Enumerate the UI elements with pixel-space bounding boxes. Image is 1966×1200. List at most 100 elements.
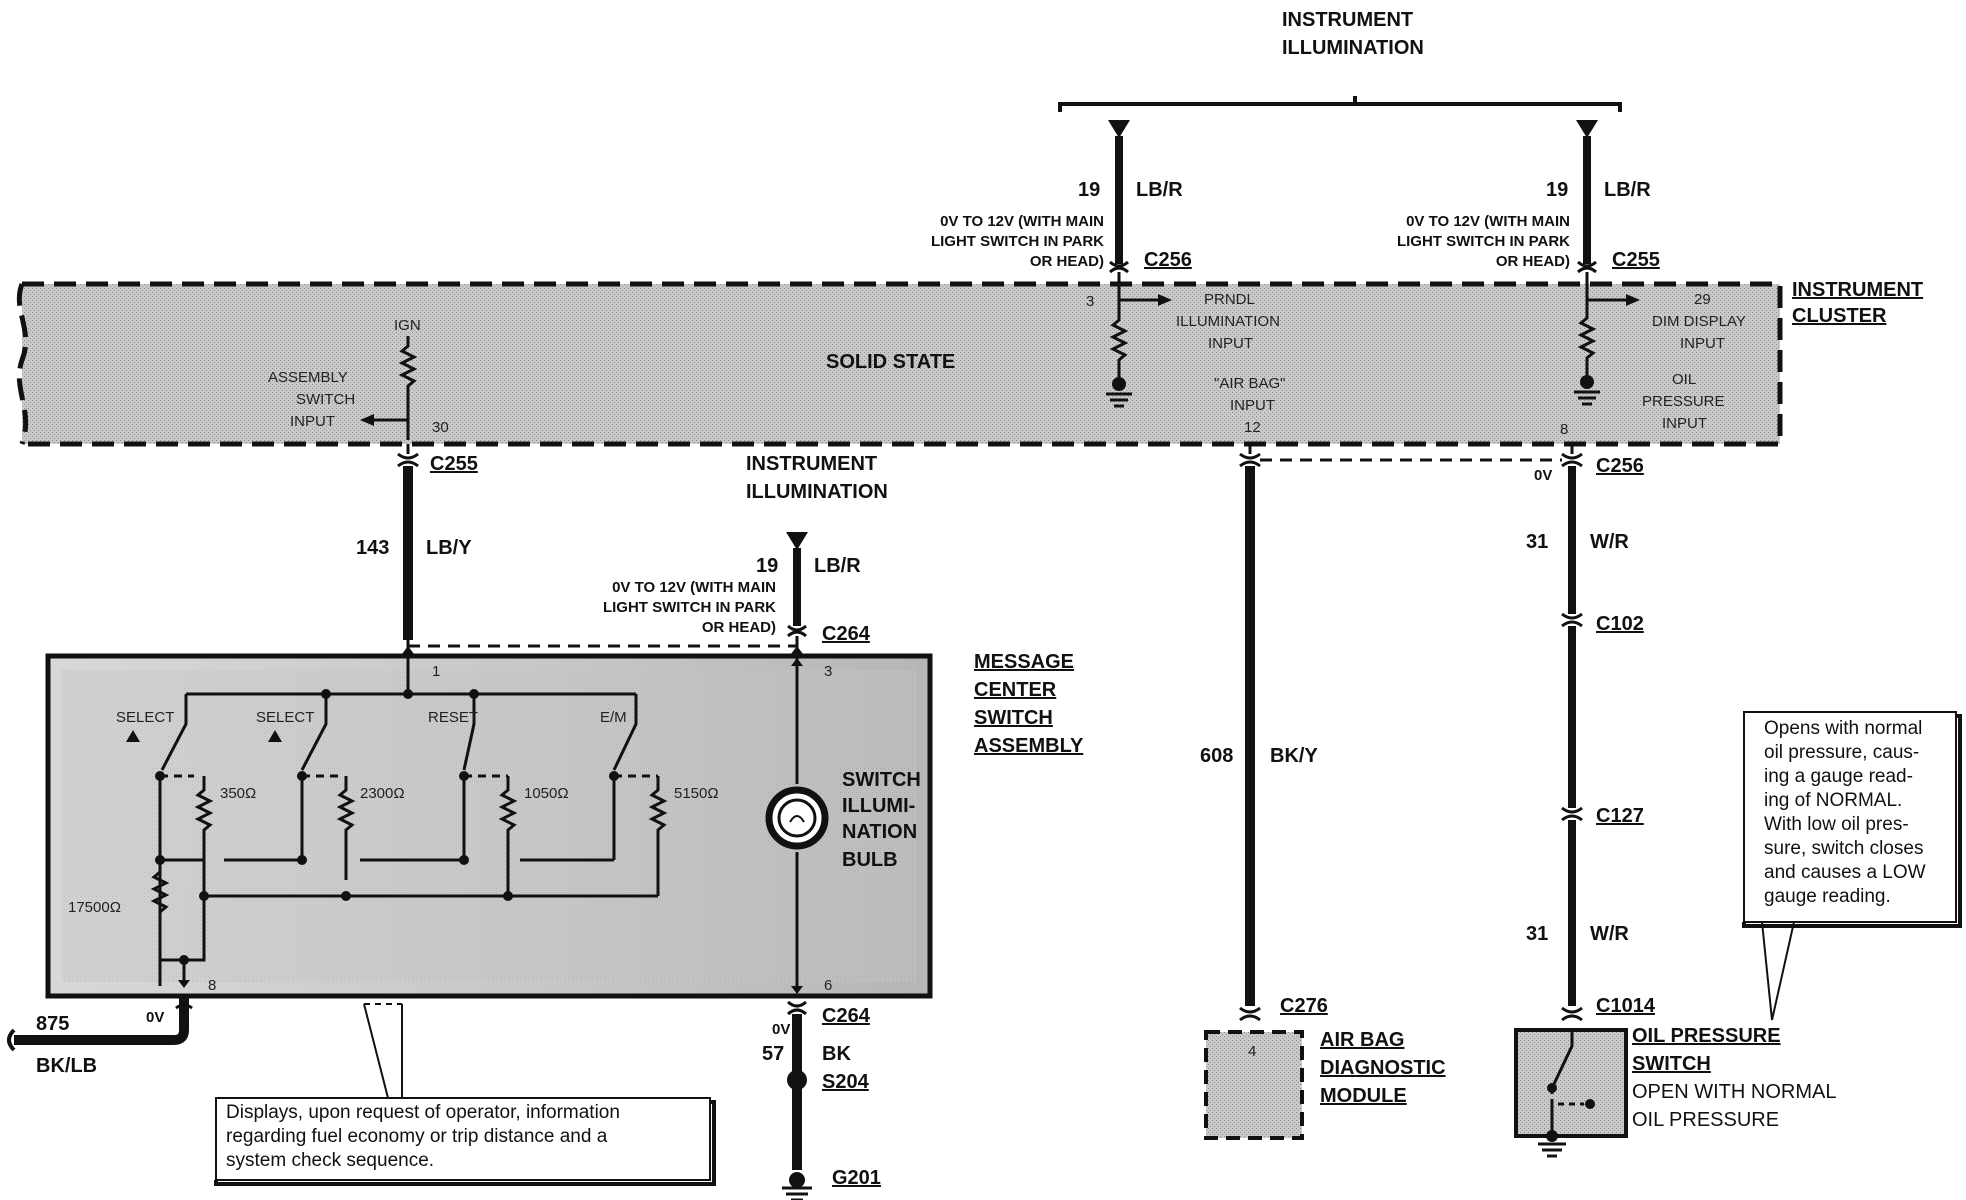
circuit-19-mid bbox=[786, 532, 808, 654]
circuit-143-color: LB/Y bbox=[426, 537, 472, 559]
prndl-2: ILLUMINATION bbox=[1176, 313, 1280, 330]
note-oil-1: Opens with normal bbox=[1764, 718, 1922, 739]
instrument-cluster-label-1: INSTRUMENT bbox=[1792, 279, 1923, 301]
air-bag-module-box bbox=[1204, 1030, 1304, 1140]
voltage-note-left-1: 0V TO 12V (WITH MAIN bbox=[940, 213, 1104, 230]
circuit-19-right-number: 19 bbox=[1546, 179, 1568, 201]
cluster-pin-12: 12 bbox=[1244, 419, 1261, 436]
oil-pressure-input-2: PRESSURE bbox=[1642, 393, 1725, 410]
voltage-note-left-2: LIGHT SWITCH IN PARK bbox=[931, 233, 1104, 250]
circuit-143-number: 143 bbox=[356, 537, 389, 559]
switch-select-1: SELECT bbox=[116, 709, 174, 726]
circuit-875-color: BK/LB bbox=[36, 1055, 97, 1077]
zero-v-c: 0V bbox=[1534, 467, 1552, 484]
circuit-31a-number: 31 bbox=[1526, 531, 1548, 553]
note-oil-6: sure, switch closes bbox=[1764, 838, 1923, 859]
splice-s204: S204 bbox=[822, 1071, 870, 1093]
dim-display-2: INPUT bbox=[1680, 335, 1725, 352]
illumination-bus bbox=[1058, 102, 1622, 112]
circuit-57-number: 57 bbox=[762, 1043, 784, 1065]
circuit-19-right bbox=[1574, 120, 1640, 406]
note-oil-5: With low oil pres- bbox=[1764, 814, 1909, 835]
assembly-switch-input-3: INPUT bbox=[290, 413, 335, 430]
switch-reset: RESET bbox=[428, 709, 478, 726]
connector-c264-bottom: C264 bbox=[822, 1005, 871, 1027]
note-message-1: Displays, upon request of operator, info… bbox=[226, 1102, 620, 1123]
ign-label: IGN bbox=[394, 317, 421, 334]
note-oil-4: ing of NORMAL. bbox=[1764, 790, 1902, 811]
voltage-note-mid-1: 0V TO 12V (WITH MAIN bbox=[612, 579, 776, 596]
voltage-note-mid-2: LIGHT SWITCH IN PARK bbox=[603, 599, 776, 616]
message-callout bbox=[214, 1003, 716, 1186]
air-bag-label-2: DIAGNOSTIC bbox=[1320, 1057, 1446, 1079]
voltage-note-left-3: OR HEAD) bbox=[1030, 253, 1104, 270]
prndl-3: INPUT bbox=[1208, 335, 1253, 352]
circuit-19-mid-number: 19 bbox=[756, 555, 778, 577]
connector-c255-left: C255 bbox=[430, 453, 478, 475]
circuit-875-number: 875 bbox=[36, 1013, 69, 1035]
oil-switch-label-1: OIL PRESSURE bbox=[1632, 1025, 1781, 1047]
msg-pin-8: 8 bbox=[208, 977, 216, 994]
connector-c102: C102 bbox=[1596, 613, 1644, 635]
circuit-31b-number: 31 bbox=[1526, 923, 1548, 945]
air-bag-pin-4: 4 bbox=[1248, 1043, 1256, 1060]
circuit-57-color: BK bbox=[822, 1043, 851, 1065]
connector-c256-top: C256 bbox=[1144, 249, 1192, 271]
circuit-19-left bbox=[1106, 120, 1172, 408]
resistor-2300: 2300Ω bbox=[360, 785, 405, 802]
cluster-pin-29: 29 bbox=[1694, 291, 1711, 308]
bulb-label-3: NATION bbox=[842, 821, 917, 843]
zero-v-a: 0V bbox=[146, 1009, 164, 1026]
connector-c255-top: C255 bbox=[1612, 249, 1660, 271]
ground-g201: G201 bbox=[832, 1167, 881, 1189]
connector-c264-top: C264 bbox=[822, 623, 871, 645]
assembly-switch-input-1: ASSEMBLY bbox=[268, 369, 348, 386]
circuit-19-left-color: LB/R bbox=[1136, 179, 1183, 201]
circuit-875 bbox=[7, 996, 193, 1052]
msg-pin-3: 3 bbox=[824, 663, 832, 680]
instrument-illumination-top-1: INSTRUMENT bbox=[1282, 9, 1413, 31]
resistor-17500: 17500Ω bbox=[68, 899, 121, 916]
message-center-label-1: MESSAGE bbox=[974, 651, 1074, 673]
resistor-5150: 5150Ω bbox=[674, 785, 719, 802]
air-bag-label-1: AIR BAG bbox=[1320, 1029, 1404, 1051]
resistor-1050: 1050Ω bbox=[524, 785, 569, 802]
circuit-31 bbox=[1561, 444, 1583, 1022]
circuit-31b-color: W/R bbox=[1590, 923, 1629, 945]
solid-state-label: SOLID STATE bbox=[826, 351, 955, 373]
oil-pressure-input-3: INPUT bbox=[1662, 415, 1707, 432]
connector-c1014: C1014 bbox=[1596, 995, 1656, 1017]
connector-c276: C276 bbox=[1280, 995, 1328, 1017]
message-center-label-2: CENTER bbox=[974, 679, 1057, 701]
dim-display-1: DIM DISPLAY bbox=[1652, 313, 1746, 330]
zero-v-b: 0V bbox=[772, 1021, 790, 1038]
circuit-19-left-number: 19 bbox=[1078, 179, 1100, 201]
voltage-note-right-3: OR HEAD) bbox=[1496, 253, 1570, 270]
bulb-label-1: SWITCH bbox=[842, 769, 921, 791]
resistor-350: 350Ω bbox=[220, 785, 256, 802]
connector-c127: C127 bbox=[1596, 805, 1644, 827]
air-bag-input-2: INPUT bbox=[1230, 397, 1275, 414]
switch-select-2: SELECT bbox=[256, 709, 314, 726]
circuit-31a-color: W/R bbox=[1590, 531, 1629, 553]
cluster-pin-8: 8 bbox=[1560, 421, 1568, 438]
oil-switch-label-2: SWITCH bbox=[1632, 1053, 1711, 1075]
oil-pressure-input-1: OIL bbox=[1672, 371, 1696, 388]
oil-note-callout bbox=[1742, 711, 1962, 1021]
msg-pin-1: 1 bbox=[432, 663, 440, 680]
air-bag-input-1: "AIR BAG" bbox=[1214, 375, 1286, 392]
circuit-57 bbox=[782, 1000, 812, 1200]
circuit-143 bbox=[397, 444, 419, 654]
instrument-illumination-mid-2: ILLUMINATION bbox=[746, 481, 888, 503]
voltage-note-mid-3: OR HEAD) bbox=[702, 619, 776, 636]
cluster-pin-30: 30 bbox=[432, 419, 449, 436]
instrument-illumination-top-2: ILLUMINATION bbox=[1282, 37, 1424, 59]
assembly-switch-input-circuit bbox=[360, 336, 418, 440]
voltage-note-right-1: 0V TO 12V (WITH MAIN bbox=[1406, 213, 1570, 230]
circuit-608 bbox=[1239, 444, 1562, 1022]
note-message-2: regarding fuel economy or trip distance … bbox=[226, 1126, 608, 1147]
voltage-note-right-2: LIGHT SWITCH IN PARK bbox=[1397, 233, 1570, 250]
oil-switch-sub-2: OIL PRESSURE bbox=[1632, 1109, 1779, 1131]
instrument-cluster-label-2: CLUSTER bbox=[1792, 305, 1887, 327]
cluster-pin-3: 3 bbox=[1086, 293, 1094, 310]
